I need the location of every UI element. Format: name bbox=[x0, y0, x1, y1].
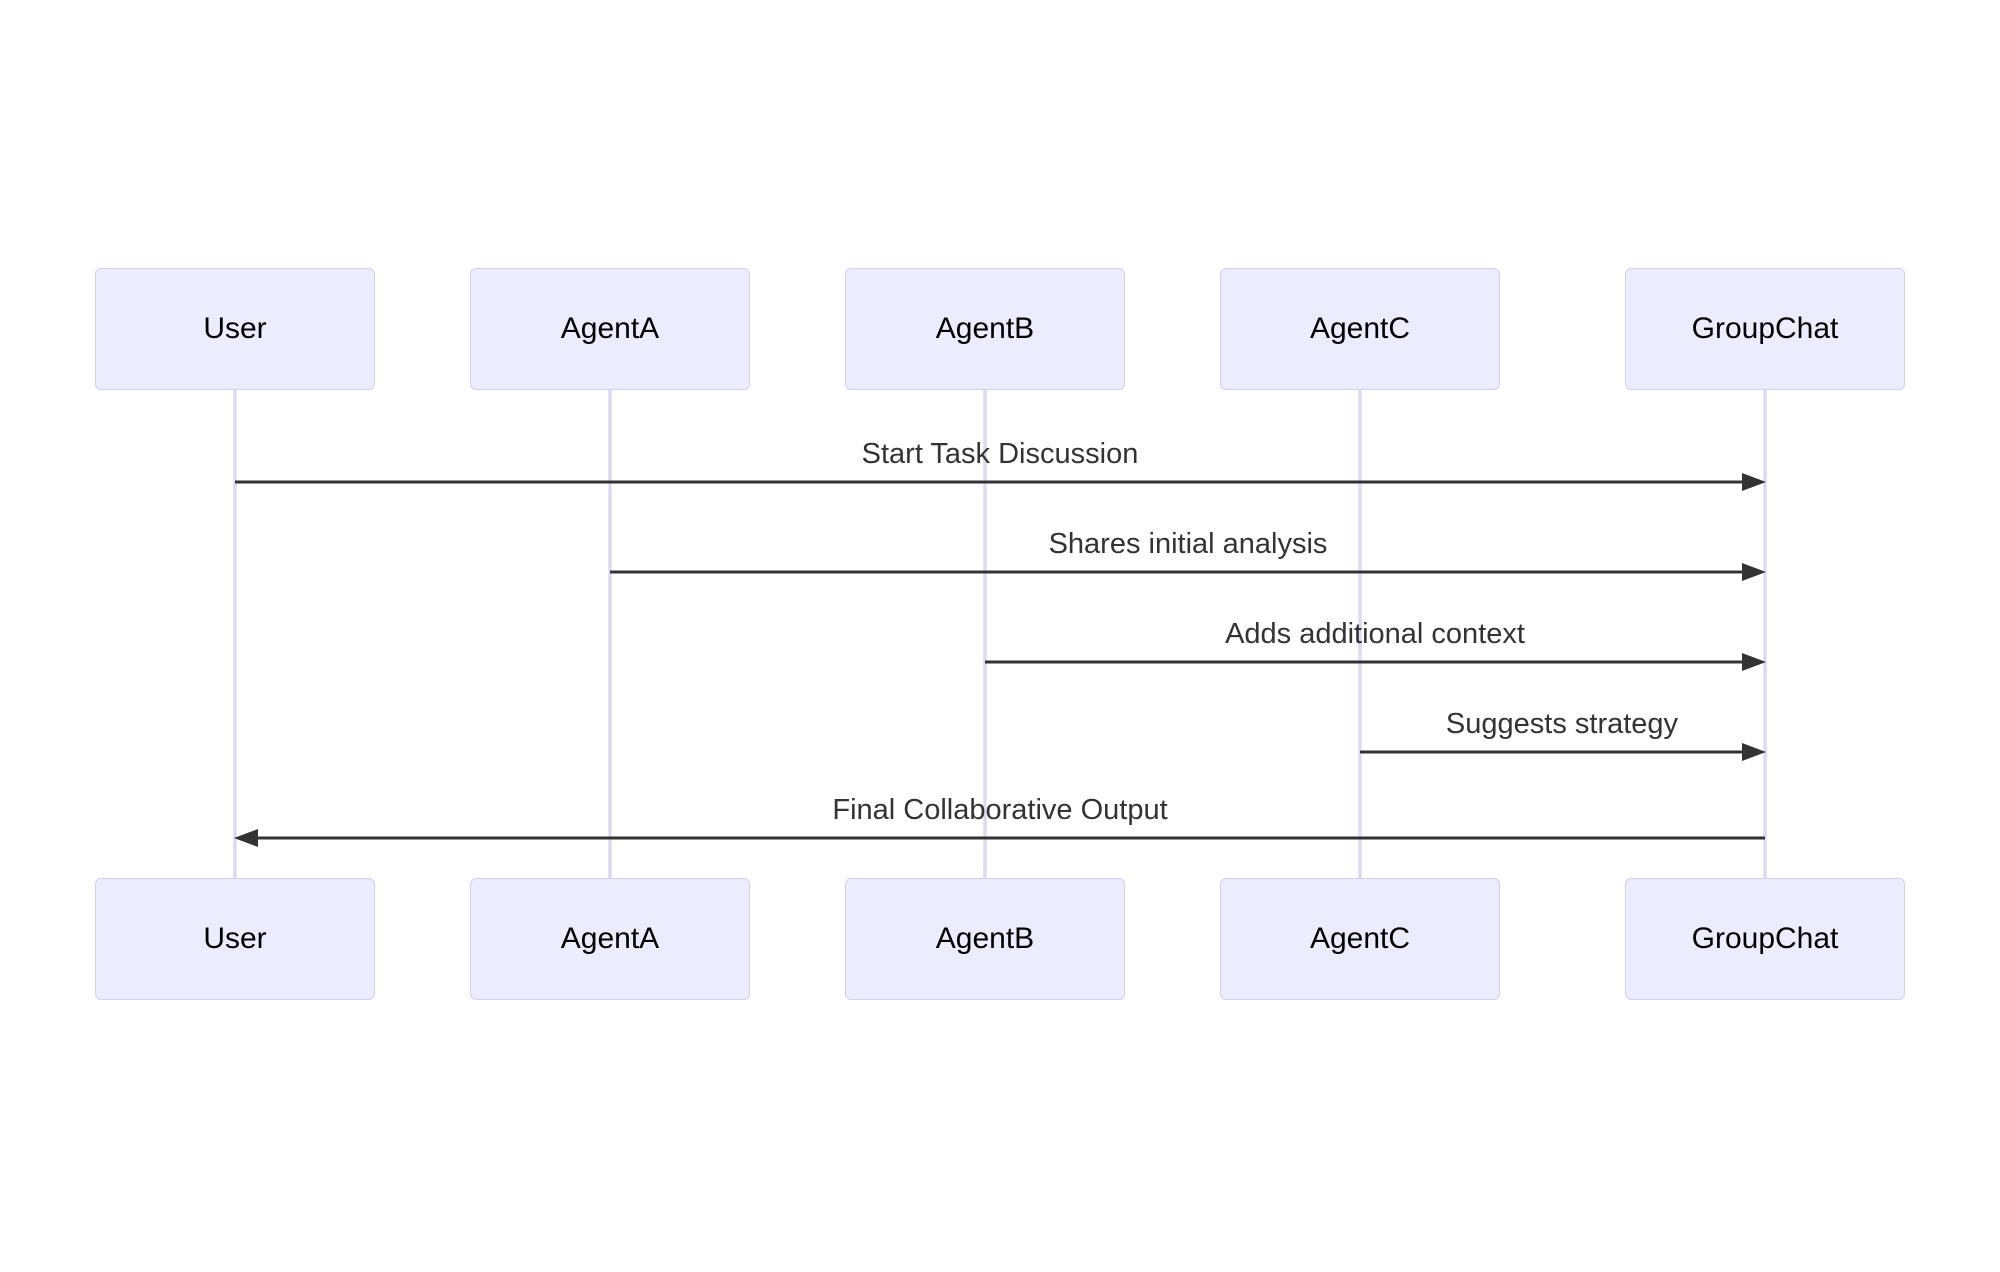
actor-box-agent-a-bottom: AgentA bbox=[470, 878, 750, 1000]
arrow-head-right-icon bbox=[1742, 743, 1766, 761]
message-arrow-adds-additional-context bbox=[985, 653, 1766, 671]
message-arrow-start-task-discussion bbox=[235, 473, 1766, 491]
actor-label: GroupChat bbox=[1691, 922, 1839, 955]
arrow-head-left-icon bbox=[234, 829, 258, 847]
actor-label: GroupChat bbox=[1691, 312, 1839, 345]
actor-box-agent-c-bottom: AgentC bbox=[1220, 878, 1500, 1000]
actor-label: AgentC bbox=[1309, 312, 1411, 345]
actor-box-agent-a-top: AgentA bbox=[470, 268, 750, 390]
message-arrow-final-collaborative-output bbox=[234, 829, 1765, 847]
actor-label: User bbox=[203, 922, 267, 955]
arrow-head-right-icon bbox=[1742, 473, 1766, 491]
message-arrow-suggests-strategy bbox=[1360, 743, 1766, 761]
message-label-final-collaborative-output: Final Collaborative Output bbox=[832, 794, 1168, 826]
arrow-head-right-icon bbox=[1742, 563, 1766, 581]
actor-label: AgentB bbox=[935, 312, 1035, 345]
actor-label: AgentC bbox=[1309, 922, 1411, 955]
actor-box-groupchat-bottom: GroupChat bbox=[1625, 878, 1905, 1000]
actor-box-user-bottom: User bbox=[95, 878, 375, 1000]
actor-box-agent-b-top: AgentB bbox=[845, 268, 1125, 390]
message-label-adds-additional-context: Adds additional context bbox=[1225, 618, 1525, 650]
message-label-start-task-discussion: Start Task Discussion bbox=[861, 438, 1139, 470]
actor-box-groupchat-top: GroupChat bbox=[1625, 268, 1905, 390]
actor-label: AgentB bbox=[935, 922, 1035, 955]
actor-label: User bbox=[203, 312, 267, 345]
message-label-shares-initial-analysis: Shares initial analysis bbox=[1048, 528, 1328, 560]
actor-label: AgentA bbox=[560, 922, 660, 955]
actor-label: AgentA bbox=[560, 312, 660, 345]
arrow-head-right-icon bbox=[1742, 653, 1766, 671]
actor-box-agent-c-top: AgentC bbox=[1220, 268, 1500, 390]
actor-box-agent-b-bottom: AgentB bbox=[845, 878, 1125, 1000]
message-label-suggests-strategy: Suggests strategy bbox=[1445, 708, 1679, 740]
actor-box-user-top: User bbox=[95, 268, 375, 390]
message-arrow-shares-initial-analysis bbox=[610, 563, 1766, 581]
